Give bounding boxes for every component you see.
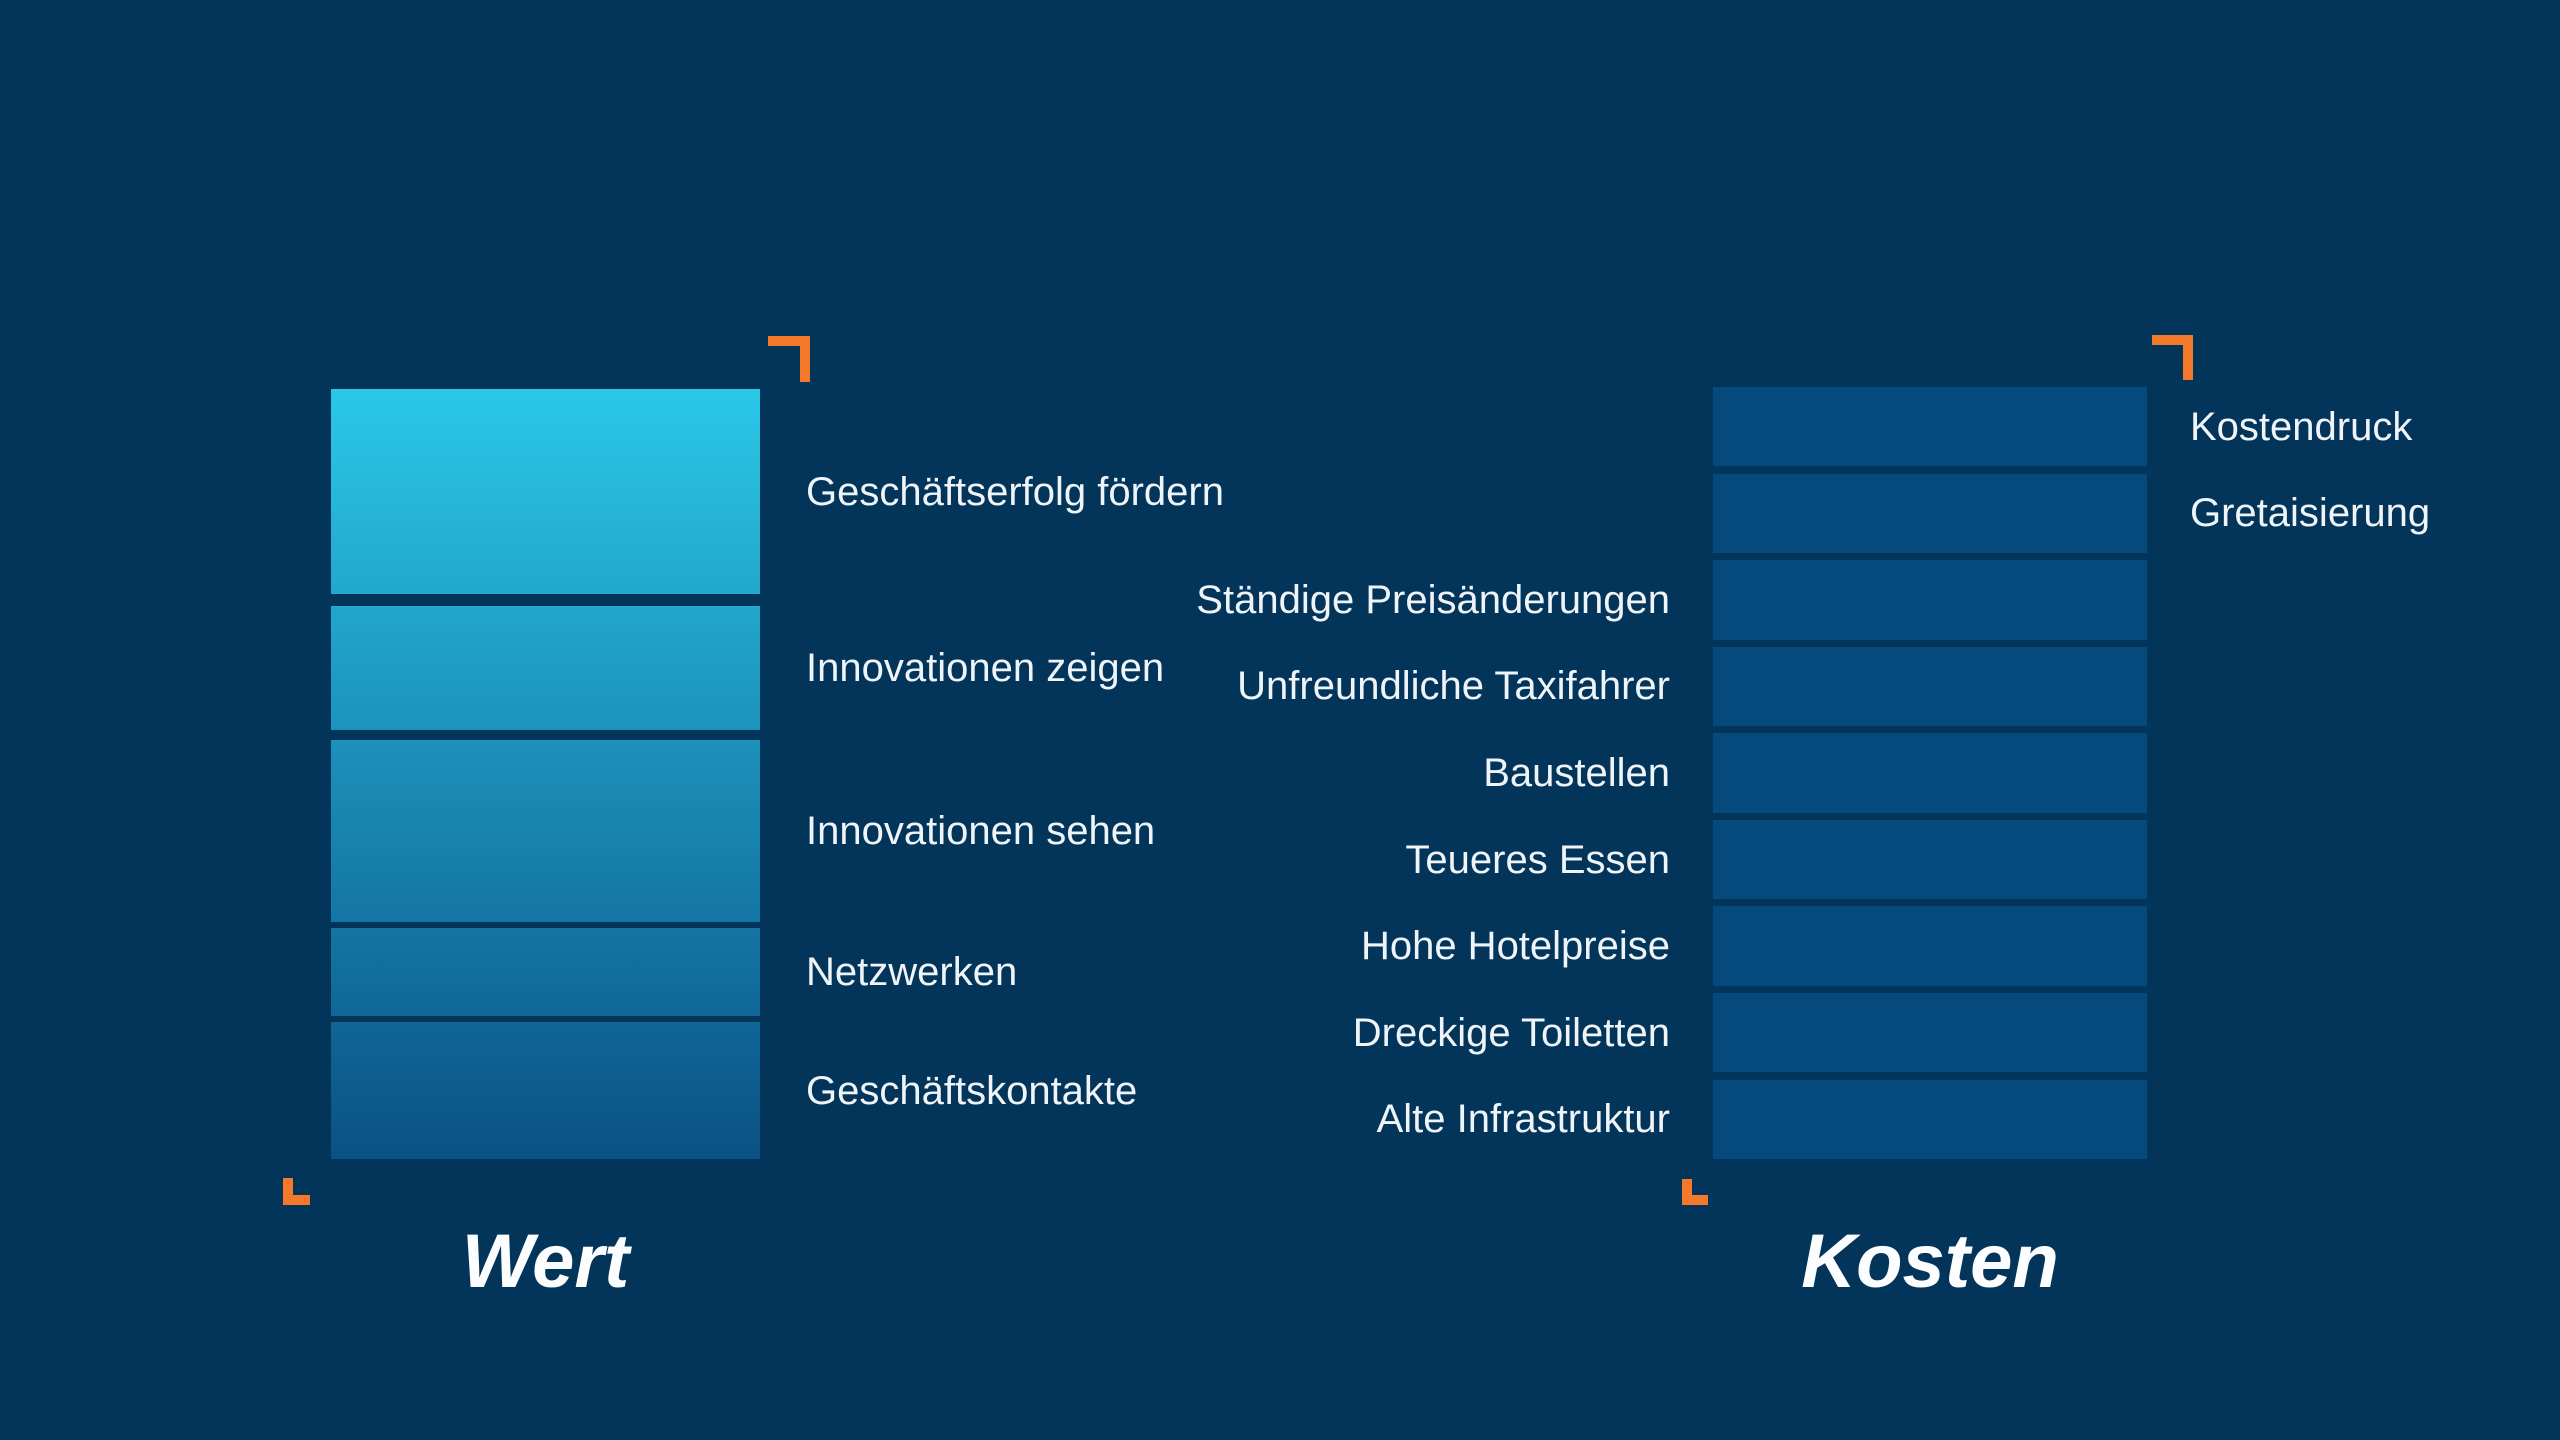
cost-bar	[1713, 993, 2147, 1073]
cost-bar	[1713, 819, 2147, 900]
value-label: Innovationen zeigen	[806, 646, 1165, 690]
cost-bar	[1713, 1079, 2147, 1160]
value-label: Innovationen sehen	[806, 809, 1156, 853]
value-segment	[331, 928, 760, 1016]
cost-label: Hohe Hotelpreise	[1360, 924, 1670, 969]
value-column-title: Wert	[461, 1219, 630, 1304]
cost-label: Baustellen	[1483, 751, 1670, 795]
value-segment	[331, 740, 760, 922]
value-segment-gap	[331, 1016, 760, 1022]
value-segment	[331, 1022, 760, 1159]
value-label: Geschäftserfolg fördern	[806, 469, 1224, 514]
cost-bar	[1713, 906, 2147, 986]
value-segment-gap	[331, 922, 760, 928]
value-label: Netzwerken	[806, 950, 1018, 994]
value-segment	[331, 606, 760, 730]
value-label-column: Geschäftserfolg fördern Innovationen zei…	[806, 389, 1546, 1159]
value-segment	[331, 389, 760, 594]
cost-label: Unfreundliche Taxifahrer	[1237, 664, 1670, 709]
cost-bar	[1713, 646, 2147, 727]
cost-label: Kostendruck	[2190, 404, 2413, 449]
cost-bar-stack	[1713, 387, 2147, 1160]
corner-bracket-value-bottom-left	[283, 1178, 310, 1205]
cost-label: Gretaisierung	[2190, 491, 2431, 536]
cost-label: Teueres Essen	[1405, 837, 1670, 882]
value-segment-gap	[331, 730, 760, 740]
cost-bar	[1713, 733, 2147, 813]
corner-bracket-cost-top-right	[2152, 335, 2193, 380]
corner-bracket-value-top-right	[768, 336, 810, 382]
cost-bar	[1713, 387, 2147, 467]
cost-bar	[1713, 473, 2147, 553]
value-segment-gap	[331, 594, 760, 606]
value-label: Geschäftskontakte	[806, 1068, 1138, 1113]
cost-column-title: Kosten	[1801, 1219, 2059, 1304]
cost-label-column-right: Kostendruck Gretaisierung	[2190, 387, 2550, 1159]
cost-label: Dreckige Toiletten	[1352, 1010, 1670, 1055]
cost-bar	[1713, 560, 2147, 640]
cost-label: Alte Infrastruktur	[1376, 1097, 1670, 1142]
cost-label-column-left: Ständige Preisänderungen Unfreundliche T…	[850, 387, 1670, 1159]
value-bar-stack	[331, 389, 760, 1159]
corner-bracket-cost-bottom-left	[1682, 1179, 1708, 1205]
cost-label: Ständige Preisänderungen	[1196, 577, 1670, 622]
